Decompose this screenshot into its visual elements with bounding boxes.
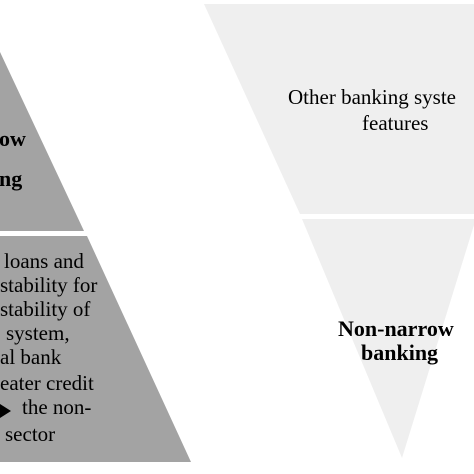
left-triangle: [0, 52, 191, 462]
left-bottom-arrow-fragment: [0, 404, 11, 418]
left-top-line-2: ng: [0, 166, 22, 191]
right-top-text: Other banking syste features: [288, 85, 456, 135]
left-triangle-bottom-segment: [0, 236, 191, 462]
right-bottom-line-2: banking: [361, 340, 438, 365]
right-bottom-text: Non-narrow banking: [338, 316, 454, 365]
right-triangle-top-segment: [204, 4, 474, 214]
left-top-line-1: ow: [0, 126, 26, 151]
left-bottom-line-4: system,: [6, 321, 70, 345]
left-bottom-line-7: the non-: [22, 395, 91, 419]
left-bottom-text: loans and stability for stability of sys…: [0, 249, 97, 446]
left-bottom-line-2: stability for: [0, 273, 97, 297]
right-top-line-2: features: [362, 111, 428, 135]
left-bottom-line-6: eater credit: [0, 371, 94, 395]
left-bottom-line-1: loans and: [4, 249, 84, 273]
right-triangle-bottom-segment: [302, 219, 474, 458]
left-bottom-line-5: al bank: [0, 345, 62, 369]
left-bottom-line-8: sector: [5, 422, 55, 446]
right-bottom-line-1: Non-narrow: [338, 316, 454, 341]
left-bottom-line-3: stability of: [0, 297, 90, 321]
left-top-text: ow ng: [0, 126, 26, 191]
right-triangle: [204, 4, 474, 458]
left-triangle-top-segment: [0, 52, 84, 231]
right-top-line-1: Other banking syste: [288, 85, 456, 109]
